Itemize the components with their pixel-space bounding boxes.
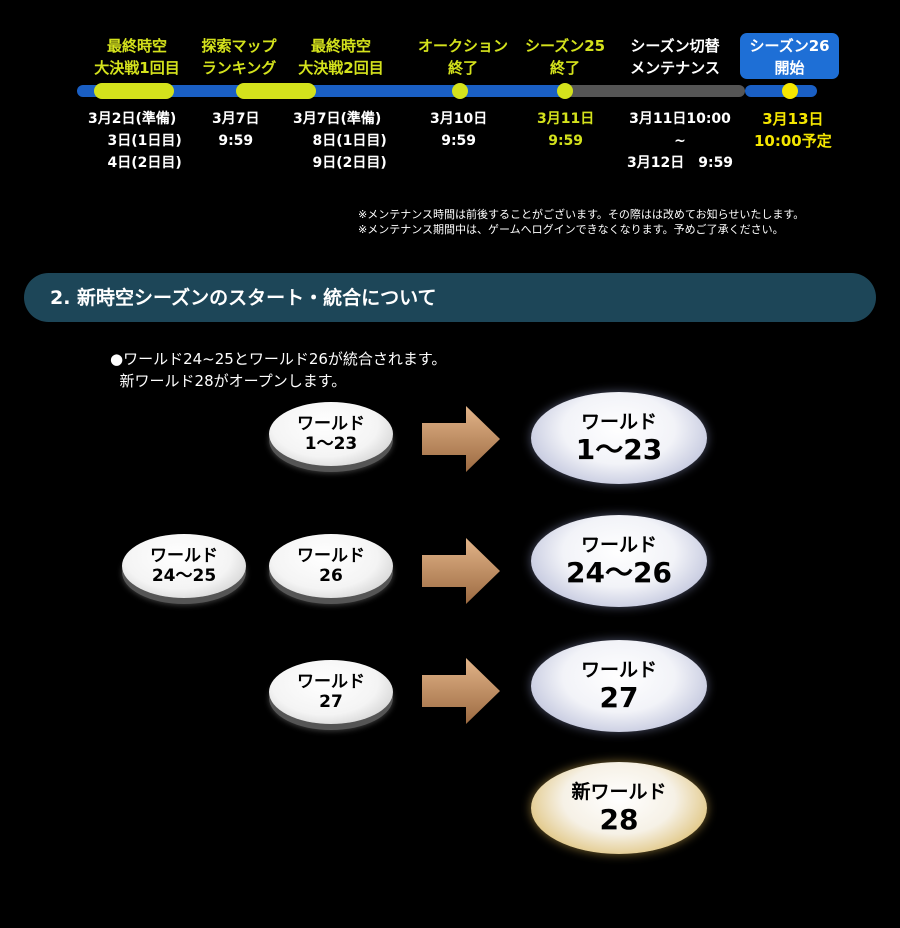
maintenance-note-1: ※メンテナンス時間は前後することがございます。その際はは改めてお知らせいたします… [358,208,805,221]
arrow-right-icon [422,538,500,604]
timeline-range-final-battle-1 [94,83,174,99]
badge-title: 新ワールド [571,781,667,803]
section-title: 2. 新時空シーズンのスタート・統合について [50,287,437,309]
event-date-explore-ranking: 3月7日 9:59 [212,111,260,149]
world-1-23-badge: ワールド 1〜23 [269,402,393,466]
badge-title: ワールド [297,672,365,692]
badge-range: 1〜23 [575,433,663,466]
badge-title: ワールド [580,534,657,556]
timeline-track-gray [565,85,745,97]
arrow-right-icon [422,406,500,472]
event-date-final-battle-1: 3月2日(準備) 3日(1日目) 4日(2日目) [88,111,182,171]
event-label-auction-end: オークション 終了 [417,37,508,77]
world-24-25-badge: ワールド 24〜25 [122,534,246,598]
event-date-maintenance: 3月11日10:00 ~ 3月12日 9:59 [627,111,734,171]
badge-title: ワールド [297,546,365,566]
event-label-season25-end: シーズン25 終了 [524,37,606,77]
merged-world-24-26-badge: ワールド 24〜26 [531,515,707,607]
merged-world-1-23-badge: ワールド 1〜23 [531,392,707,484]
timeline-dot-season25-end [557,83,573,99]
badge-title: ワールド [150,546,218,566]
event-label-season26-start: シーズン26 開始 [749,37,830,77]
event-date-season26-start: 3月13日 10:00予定 [754,110,832,150]
merge-description: ●ワールド24~25とワールド26が統合されます。 新ワールド28がオープンしま… [110,350,447,390]
world-26-badge: ワールド 26 [269,534,393,598]
timeline-range-explore-ranking [236,83,316,99]
badge-title: ワールド [297,414,365,434]
badge-range: 27 [319,692,343,712]
merged-world-27-badge: ワールド 27 [531,640,707,732]
world-27-badge: ワールド 27 [269,660,393,724]
section-header-bar [24,273,876,322]
event-label-final-battle-1: 最終時空 大決戦1回目 [94,37,180,77]
arrow-right-icon [422,658,500,724]
event-date-auction-end: 3月10日 9:59 [430,111,488,149]
event-date-final-battle-2: 3月7日(準備) 8日(1日目) 9日(2日目) [293,111,387,171]
badge-range: 1〜23 [304,434,358,454]
new-world-28-badge: 新ワールド 28 [531,762,707,854]
current-event-highlight [740,33,839,79]
badge-range: 24〜26 [566,556,672,589]
timeline-dot-auction-end [452,83,468,99]
event-label-explore-ranking: 探索マップ ランキング [201,37,277,77]
badge-range: 27 [599,681,639,714]
timeline-dot-season26-start [782,83,798,99]
badge-title: ワールド [580,411,657,433]
event-label-final-battle-2: 最終時空 大決戦2回目 [298,37,384,77]
timeline-track-blue [77,85,567,97]
badge-range: 28 [599,803,639,836]
maintenance-note-2: ※メンテナンス期間中は、ゲームへログインできなくなります。予めご了承ください。 [358,223,784,236]
event-label-maintenance: シーズン切替 メンテナンス [630,37,720,77]
event-date-season25-end: 3月11日 9:59 [537,111,595,149]
badge-range: 26 [319,566,343,586]
badge-range: 24〜25 [151,566,217,586]
badge-title: ワールド [580,659,657,681]
timeline-track-end [745,85,817,97]
